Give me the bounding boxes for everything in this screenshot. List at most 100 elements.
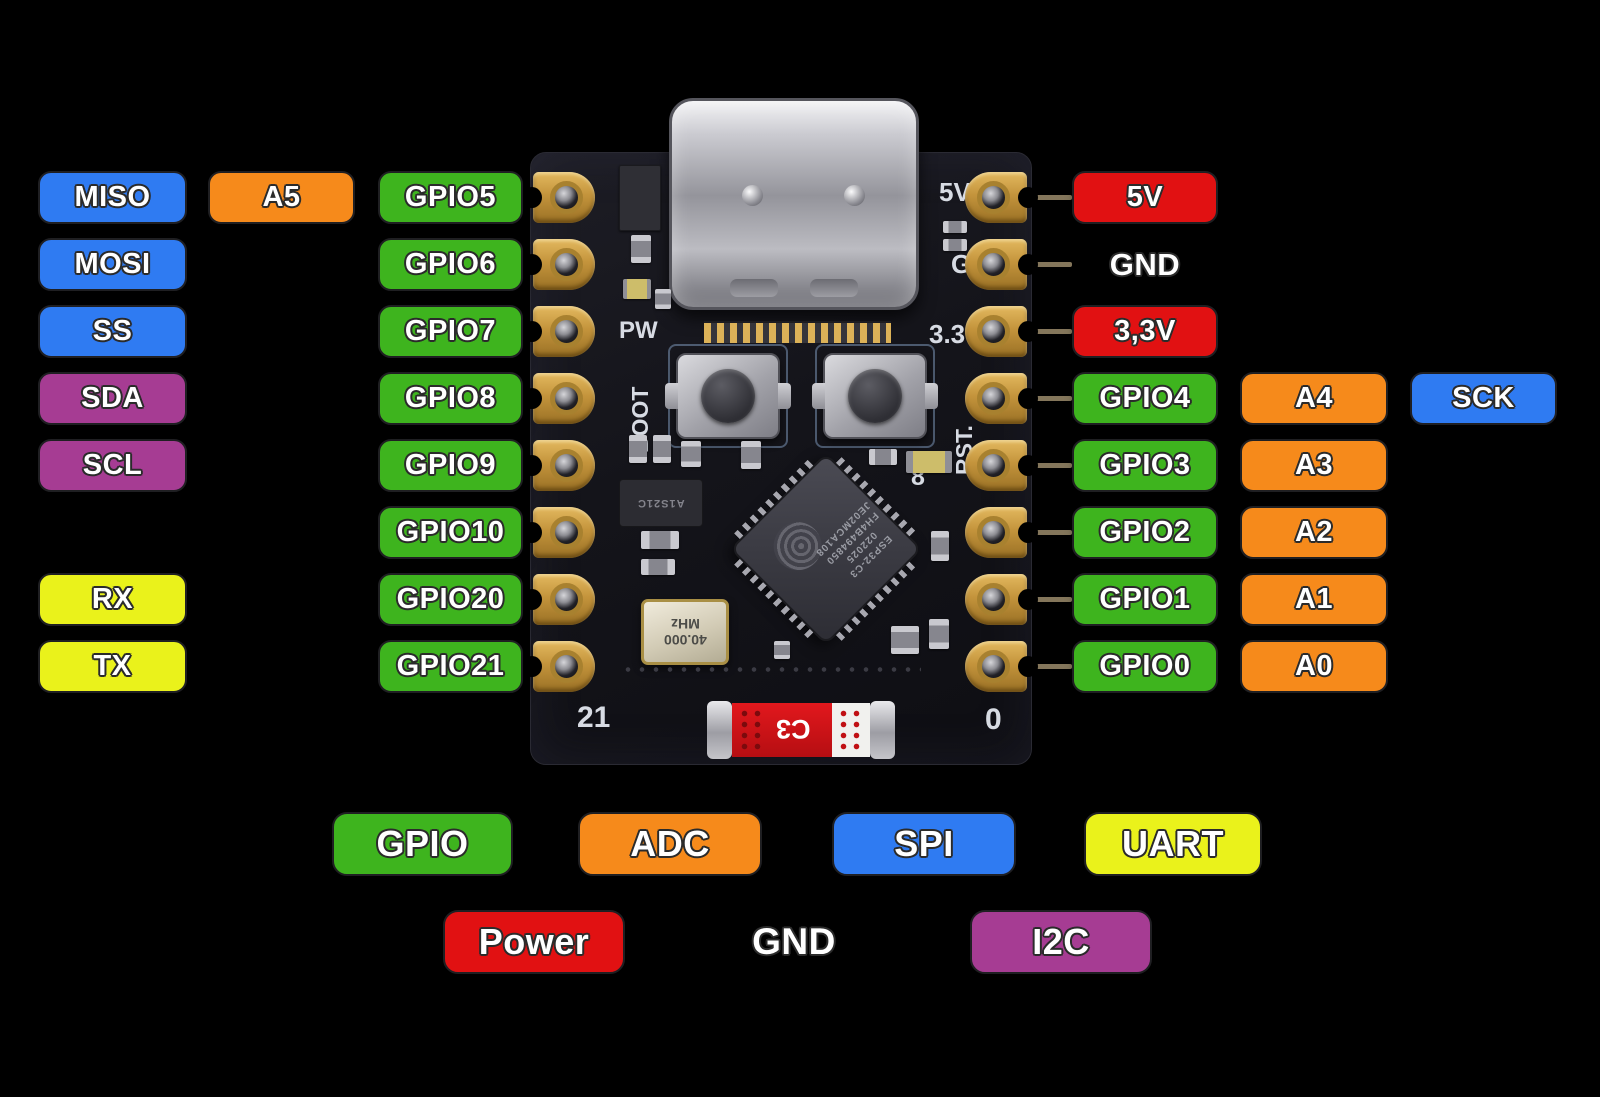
smd-component: [741, 441, 761, 469]
pin-label-tx: TX: [38, 640, 187, 693]
pin-through-hole: [977, 449, 1010, 482]
pin-label-rx: RX: [38, 573, 187, 626]
antenna-dots: [837, 708, 863, 752]
castellated-pad: [522, 306, 595, 357]
boot-button: [665, 353, 791, 439]
pin-label-gpio3: GPIO3: [1072, 439, 1218, 492]
pin-through-hole: [977, 650, 1010, 683]
silk-3v3: 3.3: [929, 319, 966, 349]
castellation-notch: [1018, 388, 1038, 409]
antenna-end-cap: [870, 701, 895, 759]
castellated-pad: [965, 239, 1038, 290]
smd-component: [929, 619, 949, 649]
pin-label-gpio20: GPIO20: [378, 573, 523, 626]
pin-through-hole: [550, 449, 583, 482]
pin-label-sda: SDA: [38, 372, 187, 425]
castellation-notch: [522, 388, 542, 409]
smd-component: [681, 441, 701, 467]
pin-label-power: Power: [443, 910, 625, 974]
boot-button-plunger: [701, 369, 755, 423]
castellated-pad: [522, 373, 595, 424]
pin-connector-line: [1026, 597, 1072, 602]
pin-through-hole: [977, 315, 1010, 348]
pin-through-hole: [977, 516, 1010, 549]
pin-connector-line: [1026, 396, 1072, 401]
pin-label-a3: A3: [1240, 439, 1388, 492]
pin-label-adc: ADC: [578, 812, 762, 876]
pin-through-hole: [550, 516, 583, 549]
pin-through-hole: [550, 181, 583, 214]
pin-through-hole: [550, 382, 583, 415]
pin-label-mosi: MOSI: [38, 238, 187, 291]
smd-component: [869, 449, 897, 465]
chip-pins: [734, 558, 817, 641]
smd-component: [641, 559, 675, 575]
esp32-c3-supermini-board: ESP32-C3 022025 FH4B494850 JE02MCA108 40…: [530, 98, 1032, 765]
usb-c-connector: [669, 98, 919, 310]
crystal-oscillator: 40.000 MHz: [641, 599, 729, 665]
pin-label-gpio: GPIO: [332, 812, 513, 876]
pin-through-hole: [550, 583, 583, 616]
castellation-notch: [1018, 455, 1038, 476]
pin-label-scl: SCL: [38, 439, 187, 492]
pin-label-gpio21: GPIO21: [378, 640, 523, 693]
silk-21: 21: [577, 701, 611, 734]
power-led: [623, 279, 651, 299]
pin-label-a1: A1: [1240, 573, 1388, 626]
pin-label-3-3v: 3,3V: [1072, 305, 1218, 358]
castellation-notch: [1018, 589, 1038, 610]
pin-label-ss: SS: [38, 305, 187, 358]
castellated-pad: [522, 172, 595, 223]
pin-label-uart: UART: [1084, 812, 1262, 876]
usb-slot: [730, 279, 778, 297]
regulator-marking: A1S21C: [637, 497, 685, 509]
esp32-c3-chip: ESP32-C3 022025 FH4B494850 JE02MCA108: [729, 452, 923, 646]
castellated-pad: [522, 641, 595, 692]
castellated-pad: [965, 507, 1038, 558]
pin-connector-line: [1026, 329, 1072, 334]
smd-component: [891, 626, 919, 654]
antenna-dots: [738, 708, 764, 752]
pin-label-gpio8: GPIO8: [378, 372, 523, 425]
castellation-notch: [522, 455, 542, 476]
pin-connector-line: [1026, 463, 1072, 468]
pin-label-sck: SCK: [1410, 372, 1557, 425]
status-led: [906, 451, 952, 473]
pin-label-gpio7: GPIO7: [378, 305, 523, 358]
smd-component: [653, 435, 671, 463]
castellation-notch: [1018, 187, 1038, 208]
voltage-regulator: A1S21C: [619, 479, 703, 527]
crystal-unit: MHz: [670, 616, 700, 632]
castellated-pad: [522, 507, 595, 558]
pin-label-gpio9: GPIO9: [378, 439, 523, 492]
smd-component: [943, 221, 967, 233]
pin-label-gnd: GND: [1109, 246, 1181, 282]
pin-through-hole: [977, 583, 1010, 616]
castellation-notch: [522, 321, 542, 342]
antenna-white-section: [832, 703, 870, 757]
smd-transistor: [619, 165, 661, 231]
reset-button-plunger: [848, 369, 902, 423]
crystal-frequency: 40.000: [663, 632, 707, 649]
pin-label-spi: SPI: [832, 812, 1016, 876]
castellation-notch: [1018, 522, 1038, 543]
antenna-end-cap: [707, 701, 732, 759]
pin-label-i2c: I2C: [970, 910, 1152, 974]
pin-through-hole: [550, 650, 583, 683]
antenna-component: C3: [732, 703, 870, 757]
pin-through-hole: [977, 248, 1010, 281]
castellation-notch: [522, 589, 542, 610]
castellated-pad: [522, 239, 595, 290]
usb-solder-pins: [704, 321, 891, 343]
pin-connector-line: [1026, 262, 1072, 267]
castellation-notch: [522, 254, 542, 275]
pin-through-hole: [550, 248, 583, 281]
pin-label-gpio2: GPIO2: [1072, 506, 1218, 559]
pin-label-gpio1: GPIO1: [1072, 573, 1218, 626]
castellation-notch: [522, 187, 542, 208]
pin-connector-line: [1026, 530, 1072, 535]
castellation-notch: [1018, 321, 1038, 342]
castellated-pad: [965, 641, 1038, 692]
usb-rivet: [844, 185, 865, 206]
pin-label-miso: MISO: [38, 171, 187, 224]
